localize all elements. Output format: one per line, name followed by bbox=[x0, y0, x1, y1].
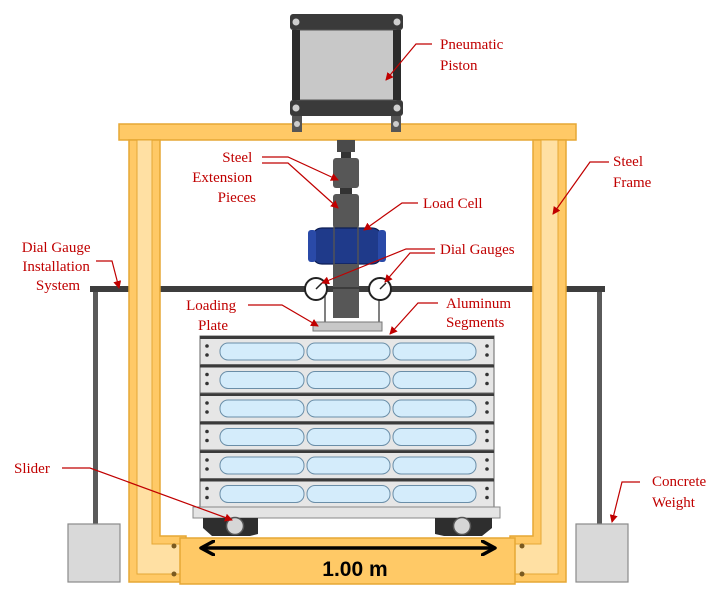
concrete-weight-label: Concrete Weight bbox=[652, 474, 710, 511]
concrete-weight-left bbox=[67, 523, 121, 583]
steel-frame-label: Steel Frame bbox=[613, 154, 652, 191]
pneumatic-piston bbox=[290, 14, 403, 132]
loading-plate bbox=[312, 321, 383, 332]
dial-gauges-label: Dial Gauges bbox=[440, 242, 515, 258]
dimension-label: 1.00 m bbox=[322, 558, 387, 581]
pneumatic-piston-label: Pneumatic Piston bbox=[440, 37, 507, 74]
slider-right bbox=[435, 516, 492, 536]
aluminum-segment bbox=[199, 421, 495, 451]
concrete-weight-right bbox=[575, 523, 629, 583]
aluminum-segments-label: Aluminum Segments bbox=[446, 296, 515, 331]
aluminum-segment bbox=[199, 364, 495, 394]
aluminum-segments bbox=[192, 335, 501, 519]
slider-left bbox=[203, 516, 258, 536]
steel-extension-label: Steel Extension Pieces bbox=[192, 150, 256, 206]
load-cell-label: Load Cell bbox=[423, 196, 483, 212]
leader-lines bbox=[62, 43, 640, 523]
slider-label: Slider bbox=[14, 461, 50, 477]
steel-extension-pieces bbox=[333, 140, 359, 228]
dial-gauge-system-label: Dial Gauge Installation System bbox=[22, 240, 94, 294]
aluminum-segment bbox=[199, 335, 495, 365]
aluminum-segment bbox=[199, 449, 495, 479]
loading-plate-label: Loading Plate bbox=[186, 298, 240, 334]
aluminum-segment bbox=[199, 392, 495, 422]
aluminum-segment bbox=[199, 478, 495, 508]
